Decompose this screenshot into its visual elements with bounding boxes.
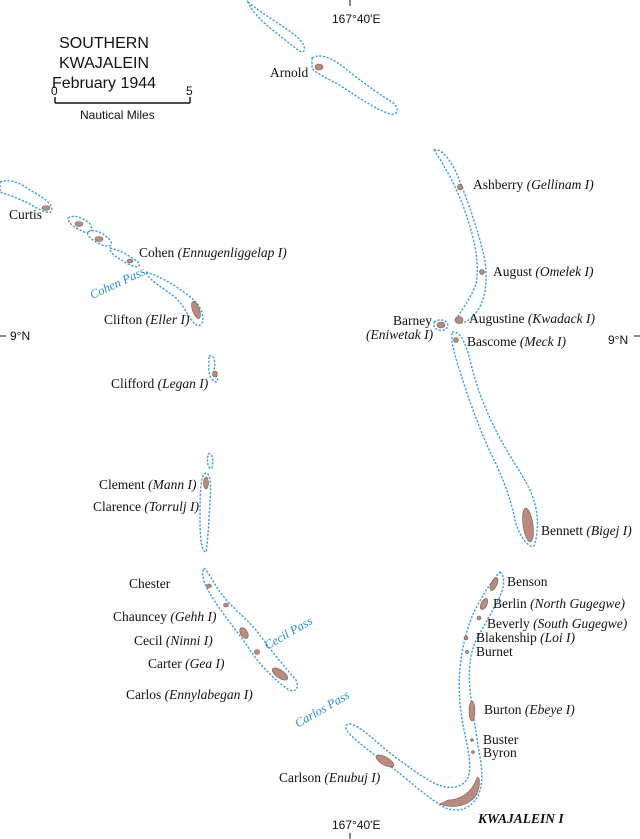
island-label-benson: Benson — [507, 574, 548, 589]
island-label-barney-native: (Eniwetak I) — [366, 327, 434, 342]
lat-label-left: 9°N — [10, 329, 31, 343]
scale-unit-label: Nautical Miles — [80, 108, 155, 122]
island-label-arnold: Arnold — [270, 65, 309, 80]
island-label-byron: Byron — [483, 745, 517, 760]
lat-label-right: 9°N — [608, 333, 629, 347]
island-label-carlson: Carlson (Enubuj I) — [279, 770, 381, 785]
island-label-burnet: Burnet — [476, 644, 513, 659]
scale-start-label: 0 — [51, 84, 58, 98]
island-label-clement: Clement (Mann I) — [99, 477, 197, 492]
reef-east — [345, 149, 539, 811]
island-label-carter: Carter (Gea I) — [148, 656, 225, 671]
island-label-carlos: Carlos (Ennylabegan I) — [126, 687, 253, 702]
island-label-burton: Burton (Ebeye I) — [484, 702, 575, 717]
island-label-bascome: Bascome (Meck I) — [467, 334, 566, 349]
island-label-barney: Barney — [393, 313, 432, 328]
lon-label-top: 167°40'E — [332, 12, 381, 26]
map-title: SOUTHERN KWAJALEIN February 1944 — [18, 34, 190, 94]
island-label-cohen: Cohen (Ennugenliggelap I) — [139, 245, 287, 260]
island-label-buster: Buster — [483, 732, 519, 747]
island-label-augustine: Augustine (Kwadack I) — [469, 311, 595, 326]
island-label-blakenship: Blakenship (Loi I) — [476, 630, 575, 645]
map-title-line2: February 1944 — [51, 75, 157, 92]
lon-label-bottom: 167°40'E — [332, 818, 381, 832]
reef-west — [0, 180, 298, 692]
island-label-cecil: Cecil (Ninni I) — [134, 633, 213, 648]
reef-arnold — [246, 0, 398, 116]
scale-end-label: 5 — [186, 84, 193, 98]
map-title-line1: SOUTHERN KWAJALEIN — [58, 35, 150, 72]
island-label-curtis: Curtis — [9, 207, 43, 222]
island-label-august: August (Omelek I) — [493, 264, 594, 279]
island-label-kwajalein: KWAJALEIN I — [478, 811, 564, 826]
island-label-bennett: Bennett (Bigej I) — [541, 523, 632, 538]
island-label-clifton: Clifton (Eller I) — [104, 312, 190, 327]
island-label-beverly: Beverly (South Gugegwe) — [487, 616, 628, 631]
island-label-ashberry: Ashberry (Gellinam I) — [473, 177, 594, 192]
scale-bar — [54, 97, 191, 104]
island-label-chester: Chester — [129, 576, 171, 591]
island-label-clarence: Clarence (Torrulj I) — [93, 499, 199, 514]
island-label-berlin: Berlin (North Gugegwe) — [493, 596, 625, 611]
island-label-chauncey: Chauncey (Gehh I) — [113, 609, 217, 624]
island-label-clifford: Clifford (Legan I) — [111, 376, 209, 391]
